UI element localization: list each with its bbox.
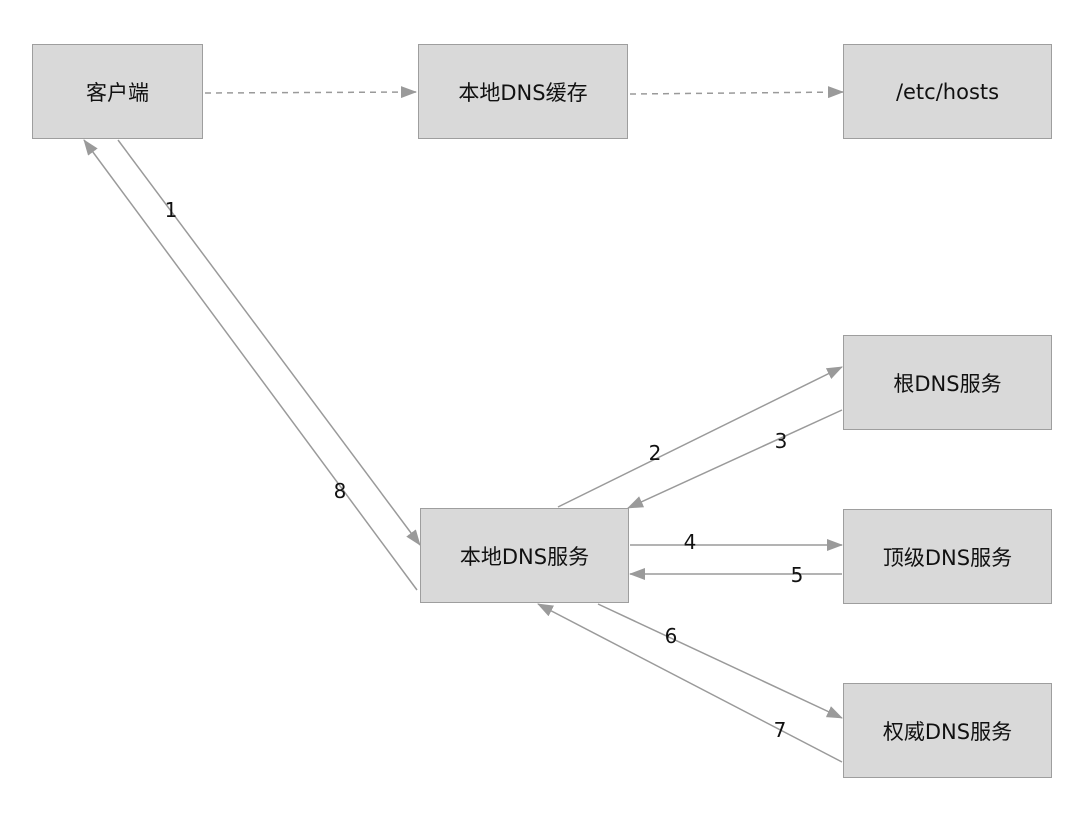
arrow-step-1 (117, 139, 421, 546)
hosts-file-node: /etc/hosts (843, 44, 1052, 139)
arrow-step-8 (83, 139, 418, 591)
tld-dns-node: 顶级DNS服务 (843, 509, 1052, 604)
step-label-8: 8 (333, 479, 347, 503)
step-label-1: 1 (164, 198, 178, 222)
authoritative-dns-node: 权威DNS服务 (843, 683, 1052, 778)
step-label-7: 7 (773, 718, 787, 742)
root-dns-node: 根DNS服务 (843, 335, 1052, 430)
client-node: 客户端 (32, 44, 203, 139)
local-dns-cache-node: 本地DNS缓存 (418, 44, 628, 139)
arrow-step-6 (597, 603, 843, 719)
arrow-step-3 (627, 409, 843, 509)
arrow-client-to-cache (204, 86, 417, 99)
arrow-step-2 (557, 366, 843, 508)
step-label-6: 6 (664, 624, 678, 648)
step-label-4: 4 (683, 530, 697, 554)
arrow-cache-to-hosts (629, 86, 844, 99)
step-label-2: 2 (648, 441, 662, 465)
local-dns-service-node: 本地DNS服务 (420, 508, 629, 603)
step-label-3: 3 (774, 429, 788, 453)
step-label-5: 5 (790, 563, 804, 587)
arrow-step-7 (537, 603, 843, 763)
